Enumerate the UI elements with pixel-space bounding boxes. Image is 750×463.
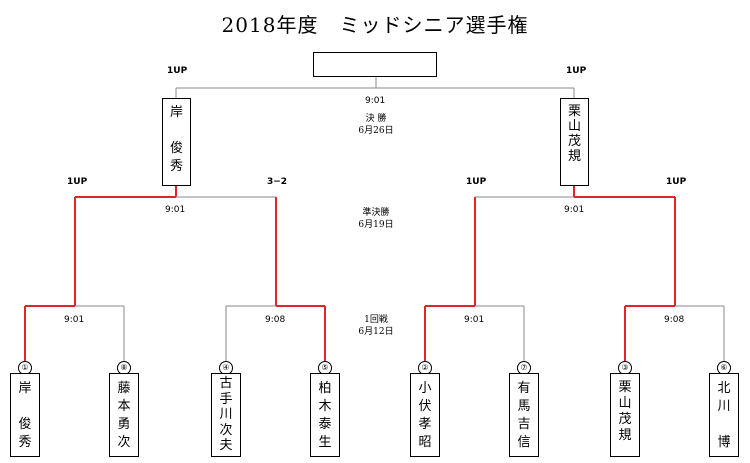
semi-right-score-a: 1UP	[466, 177, 487, 187]
player-name: 古 手 川 次 夫	[219, 376, 233, 453]
player-box	[211, 373, 241, 457]
r1-m1-time: 9:01	[64, 315, 85, 325]
r1-m4-time: 9:08	[664, 315, 685, 325]
player-name: 岸 俊 秀	[18, 381, 32, 450]
champion-box	[313, 52, 437, 77]
player-seed: ⑤	[318, 361, 332, 375]
page-title: 2018年度 ミッドシニア選手権	[221, 13, 529, 37]
final-time: 9:01	[365, 96, 386, 106]
player-box	[509, 373, 539, 457]
player-name: 柏 木 泰 生	[318, 381, 332, 450]
semi-right-score-b: 1UP	[666, 177, 687, 187]
player-box	[610, 373, 640, 457]
final-round-date: 6月26日	[358, 126, 394, 136]
final-score-right: 1UP	[566, 66, 587, 76]
semi-right-time: 9:01	[564, 205, 585, 215]
semi-round-date: 6月19日	[358, 220, 394, 230]
r1-m2-time: 9:08	[265, 315, 286, 325]
player-box	[709, 373, 739, 457]
player-name: 藤 本 勇 次	[117, 381, 131, 450]
player-box	[310, 373, 340, 457]
finalist-name-left: 岸 俊 秀	[169, 105, 183, 174]
final-round-name: 決 勝	[365, 114, 387, 124]
player-name: 有 馬 吉 信	[517, 381, 531, 450]
semi-left-time: 9:01	[165, 205, 186, 215]
player-box	[410, 373, 440, 457]
first-round-name: 1回戦	[364, 315, 388, 325]
player-seed: ③	[618, 361, 632, 375]
finalist-box-right	[560, 98, 589, 186]
semi-left-score-b: 3−2	[267, 177, 288, 187]
final-score-left: 1UP	[167, 66, 188, 76]
r1-m3-time: 9:01	[464, 315, 485, 325]
semi-left-score-a: 1UP	[67, 177, 88, 187]
player-box	[109, 373, 139, 457]
player-name: 栗 山 茂 規	[618, 380, 632, 443]
first-round-date: 6月12日	[358, 327, 394, 337]
player-box	[10, 373, 40, 457]
finalist-box-left	[162, 98, 191, 186]
player-name: 北 川 博	[717, 381, 731, 450]
finalist-name-right: 栗 山 茂 規	[567, 104, 581, 164]
semi-round-name: 準決勝	[362, 208, 390, 218]
player-name: 小 伏 孝 昭	[418, 381, 432, 450]
